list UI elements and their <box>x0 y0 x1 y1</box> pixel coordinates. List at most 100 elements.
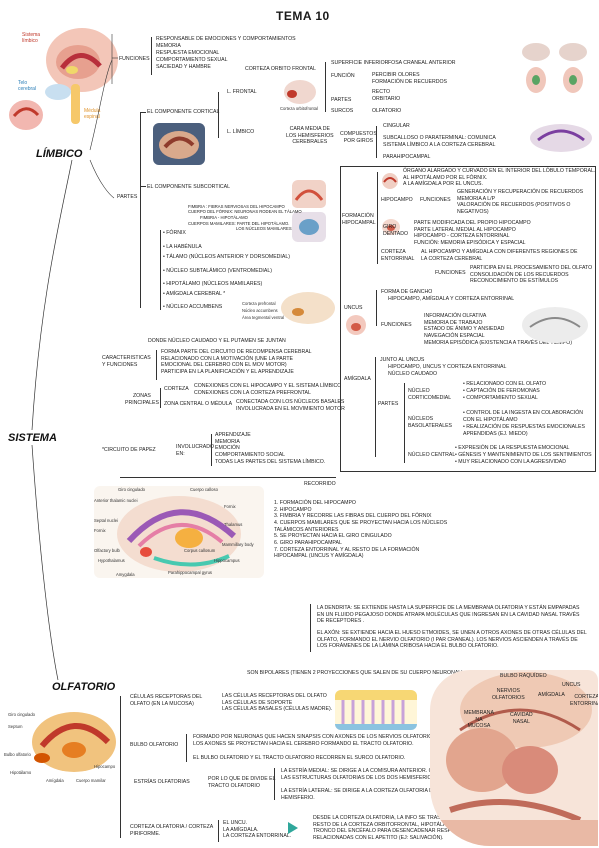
accumbens-image <box>278 290 336 326</box>
olf-brain-label: Bulbo olfatorio <box>4 752 31 757</box>
recorrido-label: RECORRIDO <box>304 481 336 487</box>
corticomedial-item: COMPORTAMIENTO SEXUAL <box>463 395 537 402</box>
compuestos-label: COMPUESTOS POR GIROS <box>340 131 377 144</box>
cingular-label: CINGULAR <box>383 123 410 129</box>
l-frontal-label: L. FRONTAL <box>227 89 257 95</box>
papez-step: 2. HIPOCAMPO <box>274 506 312 513</box>
bipolares-text: SON BIPOLARES (TIENEN 2 PROYECCIONES QUE… <box>247 670 465 676</box>
papez-label-item: Hypothalamus <box>98 558 125 563</box>
head-section-image: BULBO RAQUÍDEO NERVIOS OLFATORIOS UNCUS … <box>430 670 598 846</box>
funciones-item: SACIEDAD Y HAMBRE <box>156 64 211 70</box>
fornix-image <box>292 180 326 242</box>
axon-text: EL AXÓN: SE EXTIENDE HACIA EL HUESO ETMO… <box>317 630 587 650</box>
forma-label: FORMA DE GANCHO <box>381 289 433 295</box>
cara-media: CARA MEDIA DE LOS HEMISFERIOS CEREBRALES <box>286 126 334 146</box>
papez-steps: 1. FORMACIÓN DEL HIPOCAMPO 2. HIPOCAMPO … <box>274 500 454 560</box>
papez-step: 1. FORMACIÓN DEL HIPOCAMPO <box>274 500 356 506</box>
superficie-label: SUPERFICIE INFERIOR <box>331 60 389 66</box>
basolaterales-label: NÚCLEOS BASOLATERALES <box>408 416 453 429</box>
recto-orbitario: RECTO ORBITARIO <box>372 89 401 102</box>
bulbo-text2: EL BULBO OLFATORIO Y EL TRACTO OLFATORIO… <box>193 755 406 761</box>
junto-items: HIPOCAMPO, UNCUS Y CORTEZA ENTORRINAL NÚ… <box>388 364 507 377</box>
funcion-label: FUNCIÓN <box>331 73 355 79</box>
papez-label: *CIRCUITO DE PAPEZ <box>102 447 156 453</box>
subcortical-item: TÁLAMO (NÚCLEOS ANTERIOR Y DORSOMEDIAL) <box>163 254 290 261</box>
head-label: MEMBRANA NA MUCOSA <box>464 710 494 730</box>
entorrinal-text: AL HIPOCAMPO Y AMÍGDALA CON DIFERENTES R… <box>421 249 578 262</box>
cortical-label: EL COMPONENTE CORTICAL <box>147 109 220 115</box>
olfactory-brain-image <box>22 706 118 778</box>
hipocampo-funciones-label: FUNCIONES <box>420 197 451 203</box>
mamilares-note: CUERPOS MAMILARES: PARTE DEL HIPOTÁLAMO. <box>188 221 290 226</box>
parahipocampal-label: PARAHIPOCAMPAL <box>383 154 431 160</box>
papez-label-item: Corpus callosum <box>184 548 216 553</box>
olf-brain-label: Hipotálamo <box>10 770 32 775</box>
spinal-label: Médula espinal <box>84 108 101 120</box>
limbic-label: Sistema límbico <box>22 32 41 44</box>
page-title: TEMA 10 <box>276 9 330 23</box>
head-label: CORTEZA ENTORRINAL <box>570 694 598 707</box>
olf-brain-label: Giro cingulado <box>8 712 36 717</box>
subcortical-label: EL COMPONENTE SUBCORTICAL <box>147 184 231 190</box>
subcortical-item: FÓRNIX <box>163 230 186 237</box>
brain-side-thumbnails <box>518 40 598 105</box>
papez-label-item: Fornix <box>224 504 236 509</box>
hippocampal-box <box>340 166 596 472</box>
forma-sub: HIPOCAMPO, AMÍGDALA Y CORTEZA ENTORRINAL <box>388 296 515 302</box>
partes-orbito-label: PARTES <box>331 97 352 103</box>
cortex-label: Telo cerebral <box>18 80 37 92</box>
papez-items: APRENDIZAJE MEMORIA EMOCIÓN COMPORTAMIEN… <box>215 432 326 465</box>
donde-label: DONDE NÚCLEO CAUDADO Y EL PUTAMEN SE JUN… <box>148 338 286 344</box>
head-label: BULBO RAQUÍDEO <box>500 673 547 679</box>
olf-brain-label: Septum <box>8 724 23 729</box>
organo-text: ÓRGANO ALARGADO Y CURVADO EN EL INTERIOR… <box>403 168 596 188</box>
fosa-label: FOSA CRANEAL ANTERIOR <box>388 60 456 66</box>
funciones-item: MEMORIA <box>156 43 181 49</box>
uncus-label: UNCUS <box>344 305 363 311</box>
zonas-medula-text: CONECTADA CON LOS NÚCLEOS BASALES INVOLU… <box>236 399 345 412</box>
nucleos-note: LOS NÚCLEOS MAMILARES <box>236 226 292 231</box>
celulas-items: LAS CÉLULAS RECEPTORAS DEL OLFATO LAS CÉ… <box>222 693 333 713</box>
giro-text: PARTE MODIFICADA DEL PROPIO HIPOCAMPO PA… <box>414 220 531 246</box>
papez-label-item: Thalamus <box>224 522 243 527</box>
head-label: NERVIOS OLFATORIOS <box>492 688 525 701</box>
papez-step: 5. SE PROYECTAN HACIA EL GIRO CINGULADO <box>274 533 392 540</box>
olf-brain-label: Hipocampo <box>94 764 116 769</box>
l-limbico-label: L. LÍMBICO <box>227 129 255 135</box>
estria-medial: LA ESTRÍA MEDIAL: SE DIRIGE A LA COMISUR… <box>281 768 454 781</box>
surcos-olfatorio: OLFATORIO <box>372 108 402 114</box>
papez-label-item: Giro cingulado <box>118 487 146 492</box>
celulas-label: CÉLULAS RECEPTORAS DEL OLFATO (EN LA MUC… <box>130 694 203 707</box>
fimbria-sub: FIMBRIA - HIPOTÁLAMO <box>200 215 248 220</box>
zonas-label: ZONAS PRINCIPALES <box>125 393 159 406</box>
corteza-entorrinal-label: CORTEZA ENTORRINAL <box>381 249 415 262</box>
olfactory-mucosa-image <box>335 690 417 730</box>
corteza-olfatoria-items: EL UNCU. LA AMÍGDALA. LA CORTEZA ENTORRI… <box>223 820 292 840</box>
central-item: MUY RELACIONADO CON LA AGRESIVIDAD <box>455 459 566 466</box>
papez-circuit-diagram: Giro cingulado Cuerpo calloso Anterior t… <box>94 486 264 578</box>
amig-partes-label: PARTES <box>378 401 399 407</box>
papez-step: 3. FIMBRIA Y RECORRE LAS FIBRAS DEL CUER… <box>274 513 432 520</box>
central-item: EXPRESIÓN DE LA RESPUESTA EMOCIONAL <box>455 445 569 452</box>
surcos-label: SURCOS <box>331 108 354 114</box>
caracteristicas-text: FORMA PARTE DEL CIRCUITO DE RECOMPENSA C… <box>161 349 312 375</box>
dendrita-text: LA DENDRITA: SE EXTIENDE HASTA LA SUPERF… <box>317 605 580 625</box>
amigdala-label: AMÍGDALA <box>344 376 371 382</box>
uncus-image <box>345 314 367 336</box>
papez-label-item: Olfactory bulb <box>94 548 120 553</box>
subcortical-item: NÚCLEO SUBTALÁMICO (VENTROMEDIAL) <box>163 268 272 275</box>
funciones-item: COMPORTAMIENTO SEXUAL <box>156 57 228 63</box>
corteza-orbito-label: CORTEZA ORBITO FRONTAL <box>245 66 316 72</box>
estrias-text: POR LO QUE DE DIVIDE EL TRACTO OLFATORIO <box>208 776 276 789</box>
head-label: CAVIDAD NASAL <box>510 712 533 725</box>
corteza-olfatoria-label: CORTEZA OLFATORIA / CORTEZA PIRIFORME. <box>130 824 214 837</box>
basolaterales-item: REALIZACIÓN DE RESPUESTAS EMOCIONALES AP… <box>463 424 593 437</box>
subcortical-item: LA HABÉNULA <box>163 244 201 251</box>
papez-label-item: Parahippocampal gyrus <box>168 570 212 575</box>
subcortical-item: NÚCLEO ACCUMBENS <box>163 304 222 311</box>
central-item: GÉNESIS Y MANTENIMIENTO DE LOS SENTIMIEN… <box>455 452 591 459</box>
hipocampo-label: HIPOCAMPO <box>381 197 413 203</box>
funcion-items: PERCIBIR OLORES FORMACIÓN DE RECUERDOS <box>372 72 447 85</box>
subcortical-item: AMÍGDALA CEREBRAL * <box>163 291 225 298</box>
giro-image <box>381 218 401 236</box>
